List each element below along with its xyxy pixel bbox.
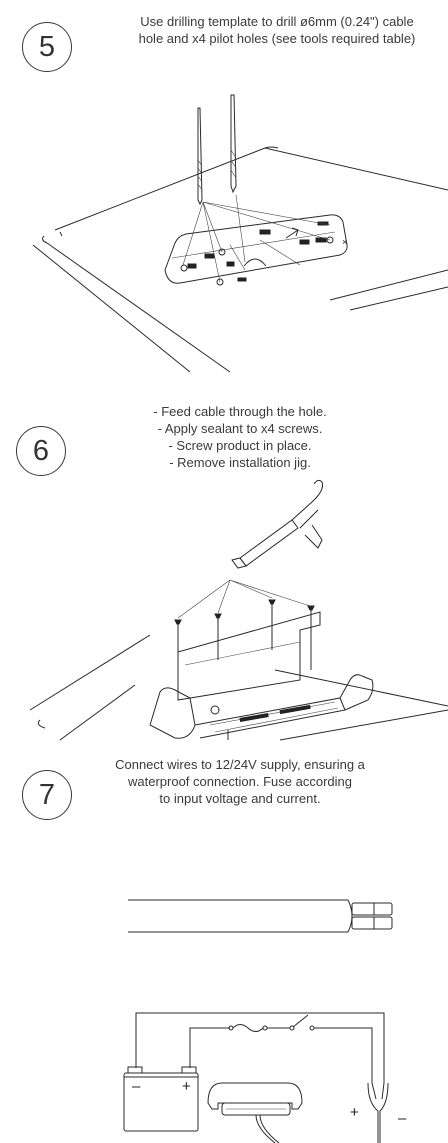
instruction-line: - Apply sealant to x4 screws. bbox=[157, 421, 323, 436]
instruction-line: hole and x4 pilot holes (see tools requi… bbox=[138, 31, 416, 46]
instruction-line: to input voltage and current. bbox=[159, 791, 321, 806]
battery-minus-label: – bbox=[132, 1078, 141, 1095]
step-instruction: Use drilling template to drill ø6mm (0.2… bbox=[106, 13, 448, 47]
drilling-template-illustration: × bbox=[32, 94, 448, 373]
svg-text:×: × bbox=[342, 237, 347, 247]
instruction-line: - Screw product in place. bbox=[168, 438, 312, 453]
cable-illustration bbox=[128, 899, 393, 933]
step-instruction: Connect wires to 12/24V supply, ensuring… bbox=[92, 756, 388, 807]
instruction-line: Connect wires to 12/24V supply, ensuring… bbox=[115, 757, 365, 772]
step-5: 5 Use drilling template to drill ø6mm (0… bbox=[0, 0, 448, 380]
battery-plus-label: + bbox=[182, 1078, 191, 1095]
step-number-badge: 7 bbox=[22, 770, 72, 820]
instruction-line: Use drilling template to drill ø6mm (0.2… bbox=[140, 14, 414, 29]
output-plus-label: + bbox=[350, 1104, 359, 1121]
step-6: 6 - Feed cable through the hole. - Apply… bbox=[0, 380, 448, 741]
step-number-badge: 5 bbox=[22, 22, 72, 72]
wiring-diagram bbox=[123, 1012, 389, 1143]
output-minus-label: – bbox=[398, 1110, 407, 1127]
step-number-badge: 6 bbox=[16, 426, 66, 476]
mounting-illustration bbox=[29, 479, 448, 741]
step-7: 7 Connect wires to 12/24V supply, ensuri… bbox=[0, 740, 448, 1143]
instruction-line: - Feed cable through the hole. bbox=[153, 404, 327, 419]
instruction-line: - Remove installation jig. bbox=[169, 455, 311, 470]
step-instruction: - Feed cable through the hole. - Apply s… bbox=[120, 403, 360, 471]
instruction-line: waterproof connection. Fuse according bbox=[127, 774, 352, 789]
